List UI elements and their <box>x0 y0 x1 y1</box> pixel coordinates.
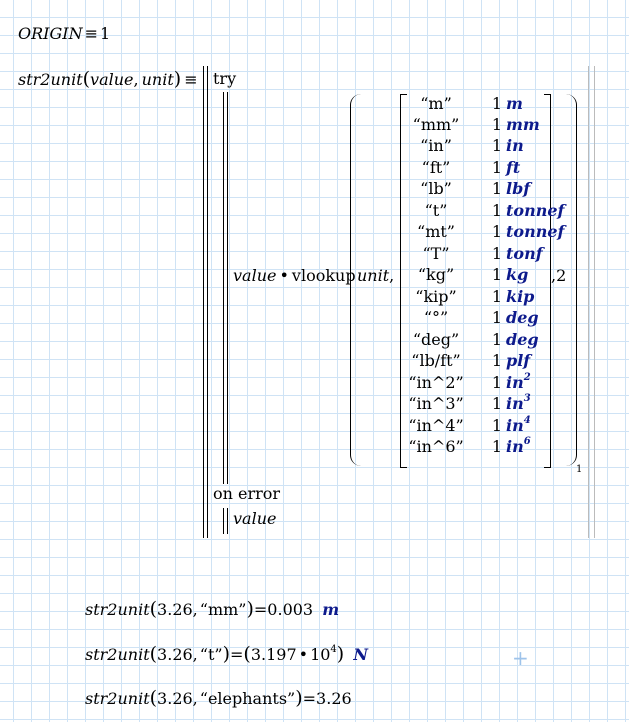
function-name: str2unit <box>85 645 150 664</box>
error-block-bar <box>223 508 224 534</box>
origin-definition[interactable]: ORIGIN≡1 <box>18 24 110 44</box>
result-mantissa: 3.197 <box>250 645 297 664</box>
function-name: str2unit <box>18 70 83 89</box>
table-key: “lb” <box>420 179 452 198</box>
arg-number: 3.26 <box>157 645 193 664</box>
equals-sign: = <box>302 689 317 708</box>
evaluation-elephants[interactable]: str2unit(3.26,“elephants”)=3.26 <box>85 687 352 709</box>
equals-sign: = <box>253 600 268 619</box>
evaluation-t[interactable]: str2unit(3.26,“t”)=(3.197•104) N <box>85 643 368 665</box>
crosshair-icon: + <box>512 646 529 670</box>
table-key: “m” <box>420 94 452 113</box>
arg-number: 3.26 <box>157 689 193 708</box>
close-paren: ) <box>173 68 182 90</box>
function-name: str2unit <box>85 689 150 708</box>
table-key: “ft” <box>421 158 451 177</box>
result-unit: N <box>353 645 368 664</box>
arg-number: 3.26 <box>157 600 193 619</box>
table-key: “°” <box>423 308 449 327</box>
evaluation-mm[interactable]: str2unit(3.26,“mm”)=0.003 m <box>85 598 340 620</box>
result-value: 0.003 <box>267 600 314 619</box>
table-key: “in^3” <box>408 394 464 413</box>
vlookup-open-paren <box>350 94 361 466</box>
program-bar-outer <box>203 66 204 538</box>
table-key: “in^4” <box>408 416 464 435</box>
origin-label: ORIGIN <box>18 24 83 43</box>
vlookup-lookup-arg: unit, <box>357 266 395 285</box>
table-key: “mm” <box>412 115 460 134</box>
region-bar-right-2 <box>594 66 595 538</box>
vlookup-close-paren <box>566 94 577 466</box>
define-operator: ≡ <box>84 24 98 43</box>
result-exponent: 4 <box>330 644 337 655</box>
table-key: “lb/ft” <box>411 351 461 370</box>
define-operator: ≡ <box>184 70 198 89</box>
equals-sign: = <box>229 645 244 664</box>
try-keyword: try <box>213 69 237 88</box>
table-key: “t” <box>424 201 448 220</box>
vlookup-subscript: 1 <box>576 464 583 475</box>
try-block-bar <box>223 92 224 484</box>
param-unit: unit <box>141 70 174 89</box>
param-value: value <box>90 70 134 89</box>
arg-string: “t” <box>199 645 223 664</box>
matrix-close-bracket <box>544 94 551 468</box>
table-key: “kg” <box>417 265 455 284</box>
table-key: “mt” <box>417 222 455 241</box>
result-value: 3.26 <box>316 689 352 708</box>
table-key: “in^2” <box>408 373 464 392</box>
multiply-dot: • <box>279 266 289 285</box>
function-name: str2unit <box>85 600 150 619</box>
multiply-dot: • <box>298 645 309 664</box>
error-return-value: value <box>233 509 277 528</box>
error-block-bar-2 <box>227 508 228 534</box>
on-error-keyword: on error <box>213 484 281 503</box>
program-bar-outer-2 <box>207 66 208 538</box>
result-base: 10 <box>310 645 331 664</box>
origin-value: 1 <box>100 24 111 43</box>
region-bar-right <box>588 66 589 538</box>
vlookup-expression[interactable]: value•vlookup <box>233 266 356 286</box>
vlookup-multiplier: value <box>233 266 277 285</box>
table-key: “in” <box>420 136 452 155</box>
comma: , <box>133 70 139 89</box>
try-block-bar-2 <box>227 92 228 484</box>
table-key: “deg” <box>412 330 460 349</box>
arg-string: “elephants” <box>199 689 296 708</box>
matrix-open-bracket <box>400 94 407 468</box>
table-key: “in^6” <box>408 437 464 456</box>
vlookup-function: vlookup <box>291 266 356 285</box>
table-key: “T” <box>422 244 450 263</box>
arg-string: “mm” <box>199 600 247 619</box>
table-key: “kip” <box>415 287 457 306</box>
open-paren: ( <box>82 68 91 90</box>
vlookup-column-arg: ,2 <box>551 266 567 285</box>
function-definition[interactable]: str2unit(value,unit)≡ <box>18 69 198 90</box>
result-unit: m <box>322 600 340 619</box>
